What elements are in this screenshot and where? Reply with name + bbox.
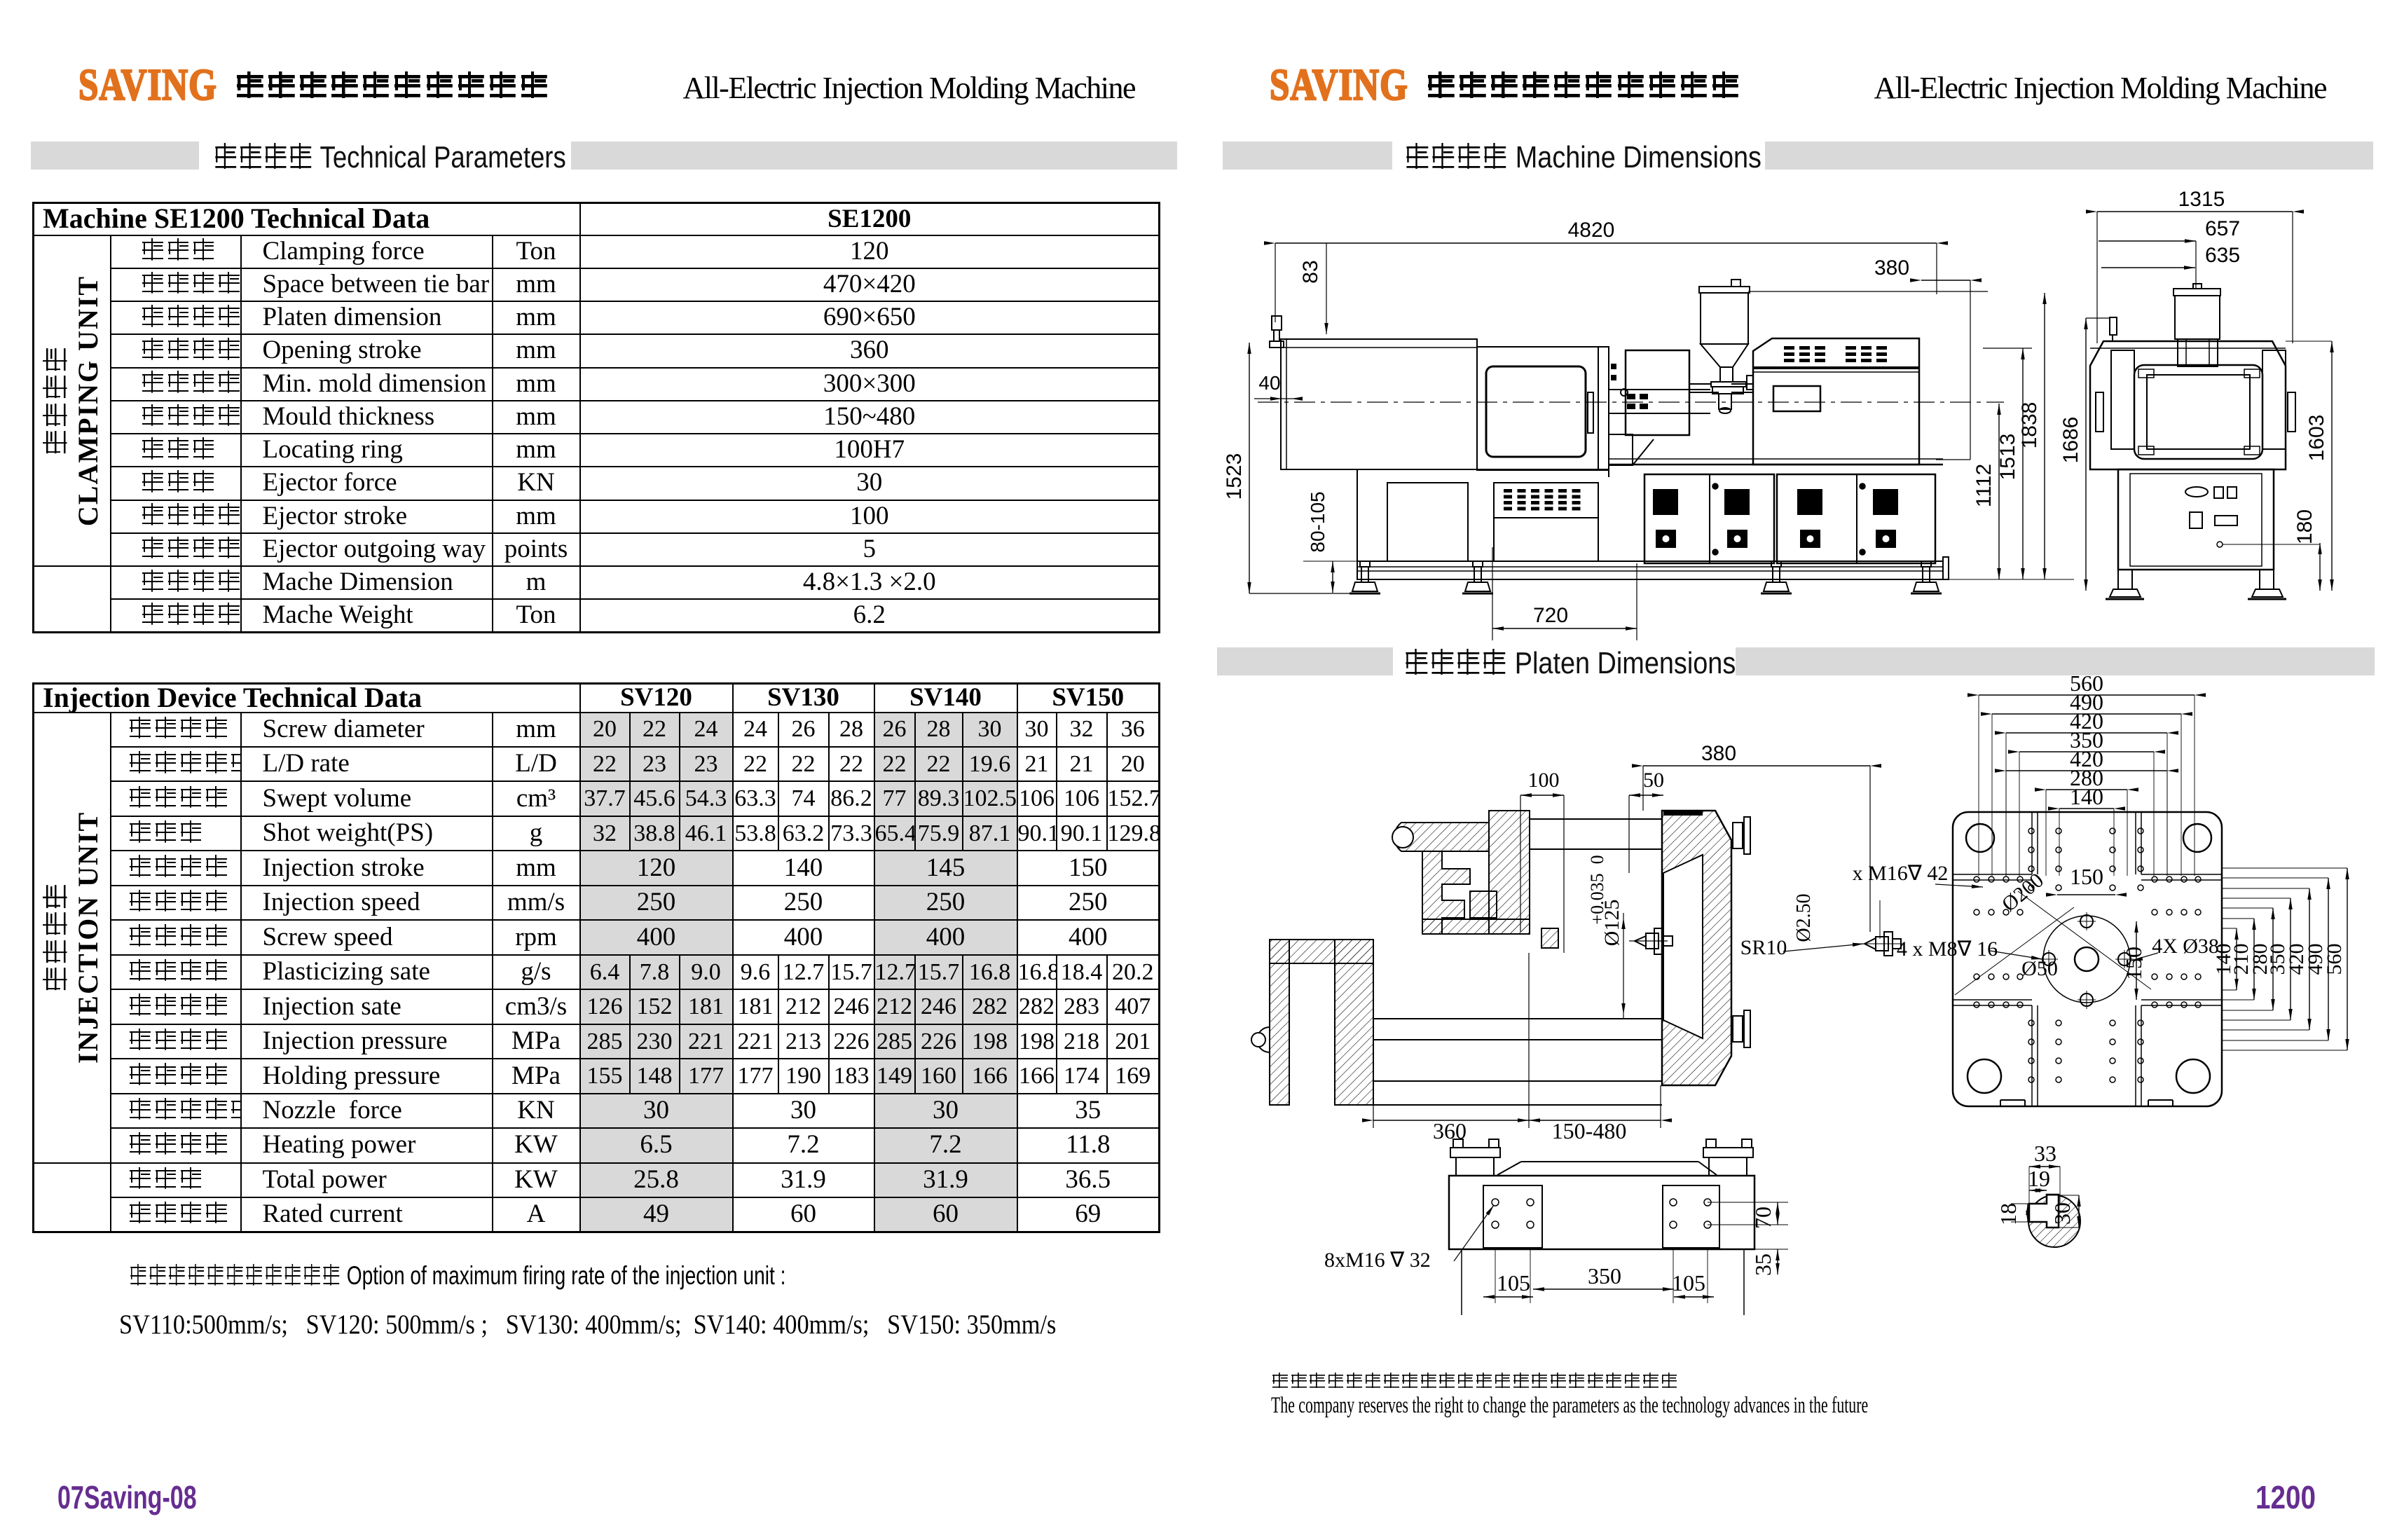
- svg-text:490: 490: [2070, 689, 2103, 715]
- svg-text:280: 280: [2070, 765, 2103, 790]
- svg-text:380: 380: [1701, 742, 1736, 765]
- svg-text:50: 50: [1643, 769, 1664, 792]
- svg-text:1112: 1112: [1972, 464, 1996, 507]
- svg-text:4X Ø38: 4X Ø38: [2152, 935, 2219, 958]
- svg-text:Ø50: Ø50: [2021, 957, 2058, 980]
- svg-text:150-480: 150-480: [1552, 1118, 1627, 1143]
- svg-text:105: 105: [1497, 1270, 1530, 1295]
- svg-text:350: 350: [1588, 1263, 1621, 1288]
- svg-text:8xM16 ∇ 32: 8xM16 ∇ 32: [1324, 1249, 1431, 1272]
- svg-text:150: 150: [2121, 947, 2146, 980]
- svg-text:Ø2.50: Ø2.50: [1793, 893, 1815, 942]
- svg-text:420: 420: [2070, 746, 2103, 771]
- svg-text:105: 105: [1672, 1270, 1705, 1295]
- svg-text:350: 350: [2070, 727, 2103, 752]
- svg-text:720: 720: [1533, 604, 1568, 627]
- svg-text:1513: 1513: [1996, 434, 2019, 481]
- svg-text:380: 380: [1874, 256, 1909, 280]
- svg-text:33: 33: [2034, 1141, 2056, 1166]
- svg-text:280: 280: [2248, 944, 2272, 975]
- svg-text:140: 140: [2212, 944, 2235, 975]
- svg-text:4 x M8∇ 16: 4 x M8∇ 16: [1897, 937, 1998, 961]
- svg-text:4820: 4820: [1568, 219, 1615, 242]
- svg-text:SR10: SR10: [1740, 936, 1787, 959]
- svg-text:657: 657: [2205, 217, 2240, 240]
- svg-text:1838: 1838: [2018, 402, 2041, 449]
- svg-text:35: 35: [1750, 1253, 1776, 1276]
- svg-text:19: 19: [2028, 1166, 2050, 1191]
- svg-text:1523: 1523: [1223, 453, 1246, 500]
- svg-text:350: 350: [2266, 944, 2289, 975]
- svg-text:Ø125: Ø125: [1600, 900, 1623, 947]
- svg-text:80-105: 80-105: [1307, 491, 1328, 552]
- svg-text:1603: 1603: [2305, 415, 2328, 462]
- svg-text:635: 635: [2205, 244, 2240, 267]
- svg-text:210: 210: [2230, 944, 2253, 975]
- svg-text:1315: 1315: [2178, 188, 2225, 211]
- svg-text:490: 490: [2304, 944, 2327, 975]
- svg-text:180: 180: [2293, 509, 2316, 544]
- svg-text:560: 560: [2070, 671, 2103, 696]
- svg-text:420: 420: [2070, 708, 2103, 734]
- svg-text:30: 30: [2049, 1202, 2075, 1225]
- svg-text:+0.035 0: +0.035 0: [1587, 855, 1607, 924]
- svg-text:150: 150: [2070, 864, 2103, 889]
- svg-text:100: 100: [1528, 769, 1560, 792]
- svg-text:1686: 1686: [2059, 417, 2082, 464]
- svg-text:140: 140: [2070, 784, 2103, 809]
- svg-text:70: 70: [1750, 1206, 1776, 1229]
- svg-text:560: 560: [2323, 944, 2346, 975]
- svg-text:420: 420: [2285, 944, 2308, 975]
- svg-text:40: 40: [1258, 372, 1280, 394]
- svg-text:83: 83: [1299, 260, 1322, 283]
- svg-text:x M16∇ 42: x M16∇ 42: [1853, 862, 1949, 885]
